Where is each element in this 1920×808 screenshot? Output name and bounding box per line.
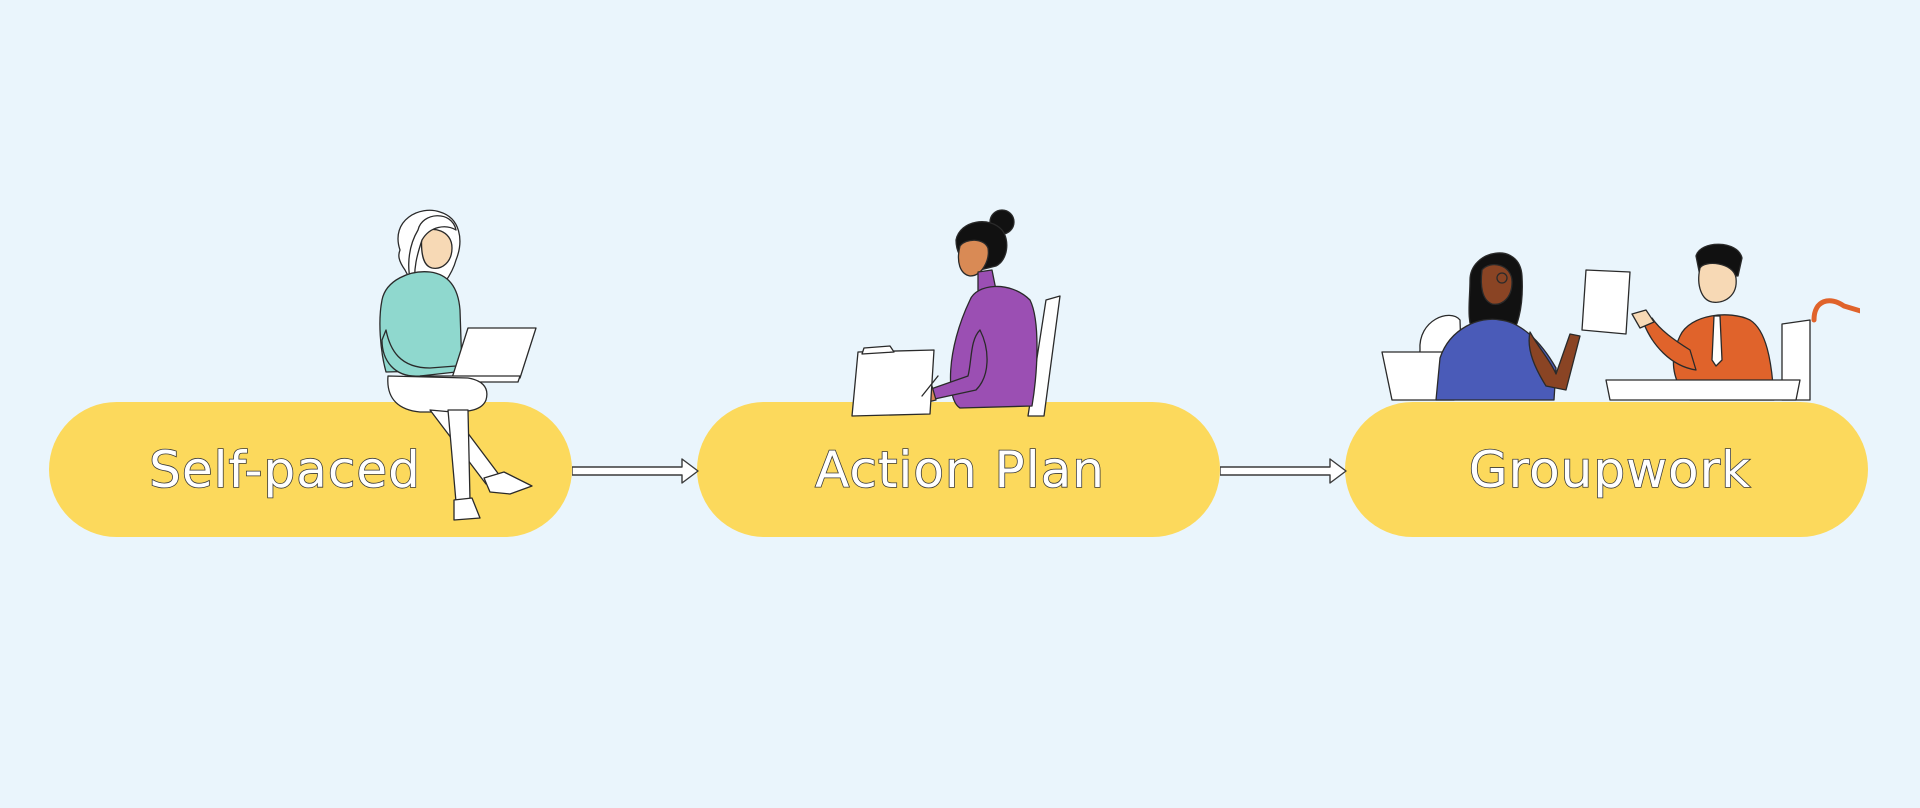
step-label-groupwork: Groupwork xyxy=(1468,440,1752,500)
two-people-collaborating-illustration xyxy=(1381,243,1860,401)
step-pill-action-plan xyxy=(697,402,1220,537)
step-label-action-plan: Action Plan xyxy=(814,440,1105,500)
arrow-right-icon xyxy=(572,458,699,484)
person-writing-illustration xyxy=(851,209,1061,417)
step-pill-groupwork xyxy=(1345,402,1868,537)
arrow-right-icon xyxy=(1220,458,1347,484)
person-with-laptop-illustration xyxy=(379,209,537,521)
step-label-self-paced: Self-paced xyxy=(148,440,421,500)
